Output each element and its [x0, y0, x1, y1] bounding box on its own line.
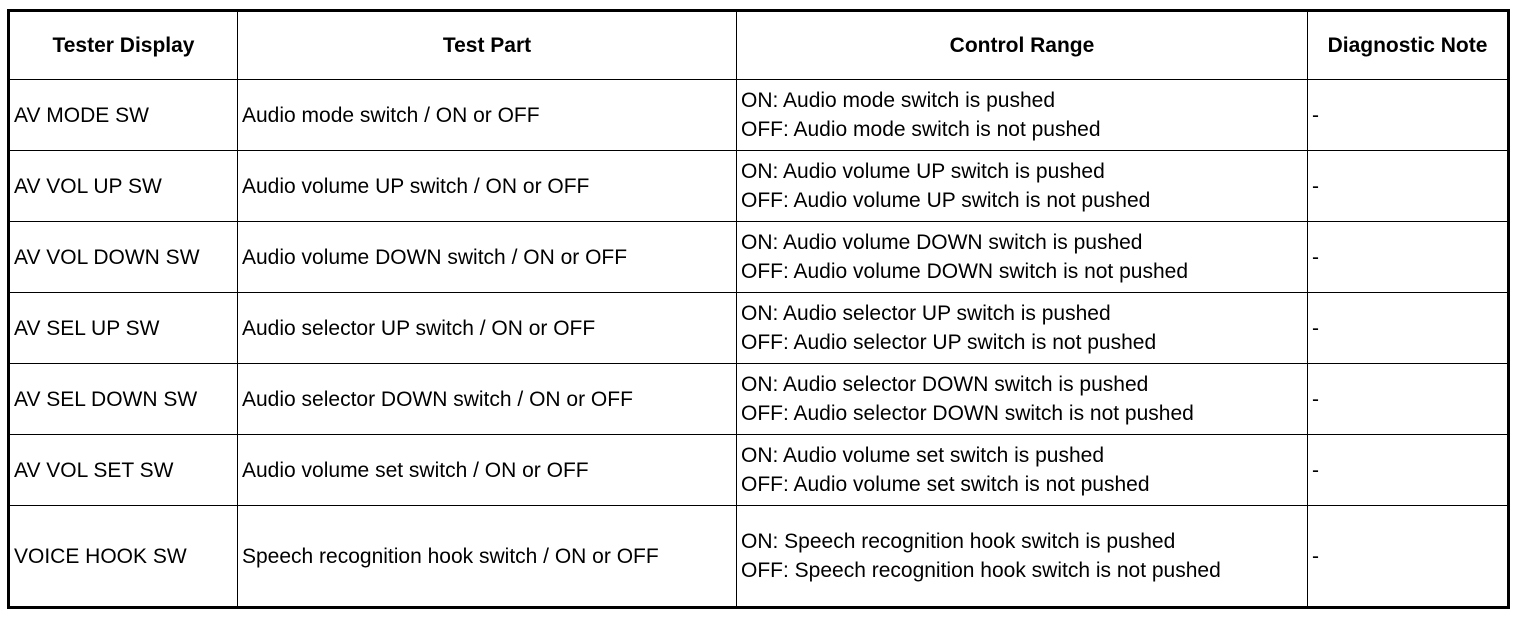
tester-display-cell: AV VOL DOWN SW [8, 221, 238, 293]
test-part-cell: Speech recognition hook switch / ON or O… [237, 505, 737, 608]
table-row: AV MODE SW Audio mode switch / ON or OFF… [8, 79, 1509, 151]
control-range-off: OFF: Audio volume DOWN switch is not pus… [741, 260, 1188, 283]
control-range-cell: ON: Audio selector UP switch is pushed O… [736, 292, 1308, 364]
diagnostic-note-cell: - [1307, 79, 1509, 151]
control-range-on: ON: Audio volume DOWN switch is pushed [741, 231, 1143, 254]
control-range-on: ON: Audio volume UP switch is pushed [741, 160, 1105, 183]
test-part-cell: Audio volume set switch / ON or OFF [237, 434, 737, 506]
tester-display-cell: AV SEL DOWN SW [8, 363, 238, 435]
header-row: Tester Display Test Part Control Range D… [8, 10, 1509, 80]
tester-display-cell: VOICE HOOK SW [8, 505, 238, 608]
diagnostic-note-cell: - [1307, 150, 1509, 222]
header-tester-display: Tester Display [8, 10, 238, 80]
control-range-cell: ON: Audio volume set switch is pushed OF… [736, 434, 1308, 506]
table-body: AV MODE SW Audio mode switch / ON or OFF… [8, 79, 1509, 608]
tester-display-cell: AV SEL UP SW [8, 292, 238, 364]
control-range-cell: ON: Audio volume UP switch is pushed OFF… [736, 150, 1308, 222]
table-row: AV SEL UP SW Audio selector UP switch / … [8, 292, 1509, 364]
tester-display-cell: AV VOL SET SW [8, 434, 238, 506]
tester-display-cell: AV MODE SW [8, 79, 238, 151]
control-range-on: ON: Audio mode switch is pushed [741, 89, 1055, 112]
control-range-off: OFF: Audio selector DOWN switch is not p… [741, 402, 1194, 425]
header-test-part: Test Part [237, 10, 737, 80]
table-row: AV VOL DOWN SW Audio volume DOWN switch … [8, 221, 1509, 293]
data-monitor-table: Tester Display Test Part Control Range D… [7, 9, 1510, 609]
tester-display-cell: AV VOL UP SW [8, 150, 238, 222]
table-header: Tester Display Test Part Control Range D… [8, 10, 1509, 80]
control-range-cell: ON: Audio selector DOWN switch is pushed… [736, 363, 1308, 435]
control-range-cell: ON: Audio volume DOWN switch is pushed O… [736, 221, 1308, 293]
table-row: AV SEL DOWN SW Audio selector DOWN switc… [8, 363, 1509, 435]
control-range-on: ON: Speech recognition hook switch is pu… [741, 530, 1176, 553]
diagnostic-note-cell: - [1307, 221, 1509, 293]
diagnostic-note-cell: - [1307, 292, 1509, 364]
control-range-off: OFF: Speech recognition hook switch is n… [741, 559, 1221, 582]
test-part-cell: Audio volume UP switch / ON or OFF [237, 150, 737, 222]
table-row: AV VOL SET SW Audio volume set switch / … [8, 434, 1509, 506]
diagnostic-note-cell: - [1307, 505, 1509, 608]
control-range-on: ON: Audio selector DOWN switch is pushed [741, 373, 1149, 396]
test-part-cell: Audio selector UP switch / ON or OFF [237, 292, 737, 364]
test-part-cell: Audio volume DOWN switch / ON or OFF [237, 221, 737, 293]
header-diagnostic-note: Diagnostic Note [1307, 10, 1509, 80]
control-range-off: OFF: Audio mode switch is not pushed [741, 118, 1101, 141]
diagnostic-note-cell: - [1307, 434, 1509, 506]
control-range-on: ON: Audio selector UP switch is pushed [741, 302, 1111, 325]
header-control-range: Control Range [736, 10, 1308, 80]
table-row: VOICE HOOK SW Speech recognition hook sw… [8, 505, 1509, 608]
test-part-cell: Audio mode switch / ON or OFF [237, 79, 737, 151]
diagnostic-note-cell: - [1307, 363, 1509, 435]
control-range-on: ON: Audio volume set switch is pushed [741, 444, 1105, 467]
table-row: AV VOL UP SW Audio volume UP switch / ON… [8, 150, 1509, 222]
control-range-off: OFF: Audio volume UP switch is not pushe… [741, 189, 1151, 212]
data-monitor-table-container: Tester Display Test Part Control Range D… [7, 9, 1510, 609]
control-range-cell: ON: Audio mode switch is pushed OFF: Aud… [736, 79, 1308, 151]
control-range-cell: ON: Speech recognition hook switch is pu… [736, 505, 1308, 608]
control-range-off: OFF: Audio volume set switch is not push… [741, 473, 1150, 496]
test-part-cell: Audio selector DOWN switch / ON or OFF [237, 363, 737, 435]
control-range-off: OFF: Audio selector UP switch is not pus… [741, 331, 1157, 354]
